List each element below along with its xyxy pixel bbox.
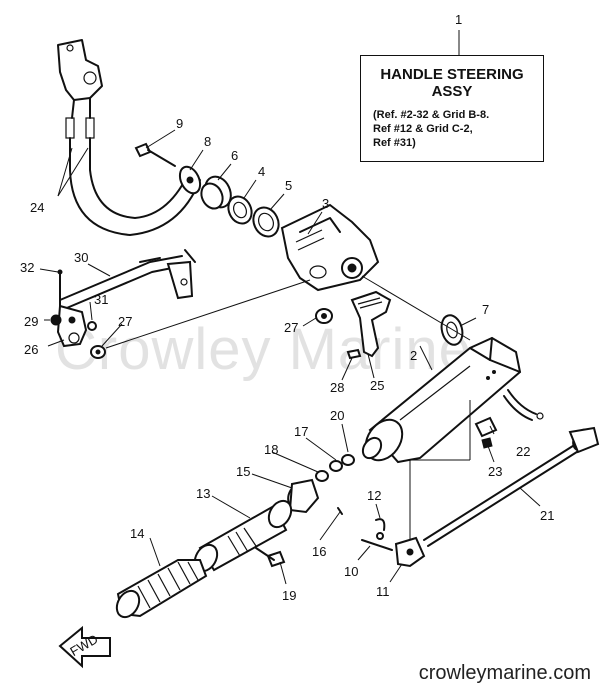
- callout-22: 22: [516, 444, 530, 459]
- title-line-1: HANDLE STEERING: [380, 66, 524, 83]
- part-27-bushing-right: [315, 308, 333, 324]
- part-19-screw: [255, 547, 286, 568]
- title-ref-3: Ref #31): [373, 137, 416, 149]
- callout-31: 31: [94, 292, 108, 307]
- part-12-clip: [375, 518, 386, 531]
- part-16-pin: [337, 507, 343, 515]
- callout-12: 12: [367, 488, 381, 503]
- part-4-ring: [227, 195, 253, 225]
- part-21-throttle-rod: [423, 426, 600, 547]
- title-line-2: ASSY: [431, 83, 473, 100]
- part-18-washer: [315, 470, 329, 482]
- callout-11: 11: [376, 584, 390, 599]
- part-23-screw: [481, 437, 493, 449]
- part-2-tiller-arm: [361, 336, 544, 464]
- part-32-pin: [57, 269, 63, 307]
- callout-1: 1: [455, 12, 462, 27]
- part-31-washer: [87, 321, 97, 331]
- part-29-nut: [50, 314, 62, 326]
- callout-2: 2: [410, 348, 417, 363]
- part-28-pin: [346, 348, 362, 360]
- callout-23: 23: [488, 464, 502, 479]
- callout-19: 19: [282, 588, 296, 603]
- part-27-bushing-left: [90, 345, 106, 359]
- part-3-housing: [280, 203, 380, 292]
- callout-20: 20: [330, 408, 344, 423]
- callout-30: 30: [74, 250, 88, 265]
- callout-9: 9: [176, 116, 183, 131]
- callout-24: 24: [30, 200, 44, 215]
- callout-26: 26: [24, 342, 38, 357]
- callout-27a: 27: [118, 314, 132, 329]
- part-9-screw: [134, 142, 176, 167]
- callout-10: 10: [344, 564, 358, 579]
- part-24-cable-bracket: [57, 39, 201, 236]
- part-20-nut: [341, 454, 355, 466]
- title-ref-2: Ref #12 & Grid C-2,: [373, 123, 473, 135]
- callout-29: 29: [24, 314, 38, 329]
- part-14-grip: [115, 559, 208, 619]
- watermark-text: Crowley Marine: [55, 317, 472, 382]
- callout-16: 16: [312, 544, 326, 559]
- part-13-throttle-shaft: [193, 499, 293, 573]
- part-6-grommet: [200, 175, 232, 210]
- fwd-arrow-icon: FWD: [58, 625, 111, 669]
- title-ref-1: (Ref. #2-32 & Grid B-8.: [373, 109, 490, 121]
- callout-21: 21: [540, 508, 554, 523]
- footer-url: crowleymarine.com: [418, 662, 591, 684]
- callout-13: 13: [196, 486, 210, 501]
- part-7-washer: [440, 314, 464, 346]
- callout-8: 8: [204, 134, 211, 149]
- callout-28: 28: [330, 380, 344, 395]
- callout-27b: 27: [284, 320, 298, 335]
- part-26-bracket: [56, 304, 88, 348]
- callout-3: 3: [322, 196, 329, 211]
- part-10-pin: [361, 532, 393, 551]
- leader-lines: [39, 30, 541, 585]
- part-8-plate: [178, 165, 202, 195]
- part-22-clip: [474, 416, 498, 438]
- callout-18: 18: [264, 442, 278, 457]
- part-25-lever: [350, 290, 392, 358]
- title-box: HANDLE STEERING ASSY (Ref. #2-32 & Grid …: [360, 55, 544, 162]
- callout-6: 6: [231, 148, 238, 163]
- callout-32: 32: [20, 260, 34, 275]
- callout-15: 15: [236, 464, 250, 479]
- part-5-seal: [252, 206, 280, 238]
- callout-7: 7: [482, 302, 489, 317]
- callout-25: 25: [370, 378, 384, 393]
- part-17-spring: [329, 460, 343, 472]
- callout-4: 4: [258, 164, 265, 179]
- part-30-shift-rod: [59, 249, 196, 311]
- callout-17: 17: [294, 424, 308, 439]
- callout-5: 5: [285, 178, 292, 193]
- callout-14: 14: [130, 526, 144, 541]
- callout-numbers: 1 2 3 4 5 6 7 8 9 10 11 12 13 14 15 16 1…: [20, 12, 554, 603]
- part-11-block: [394, 536, 426, 568]
